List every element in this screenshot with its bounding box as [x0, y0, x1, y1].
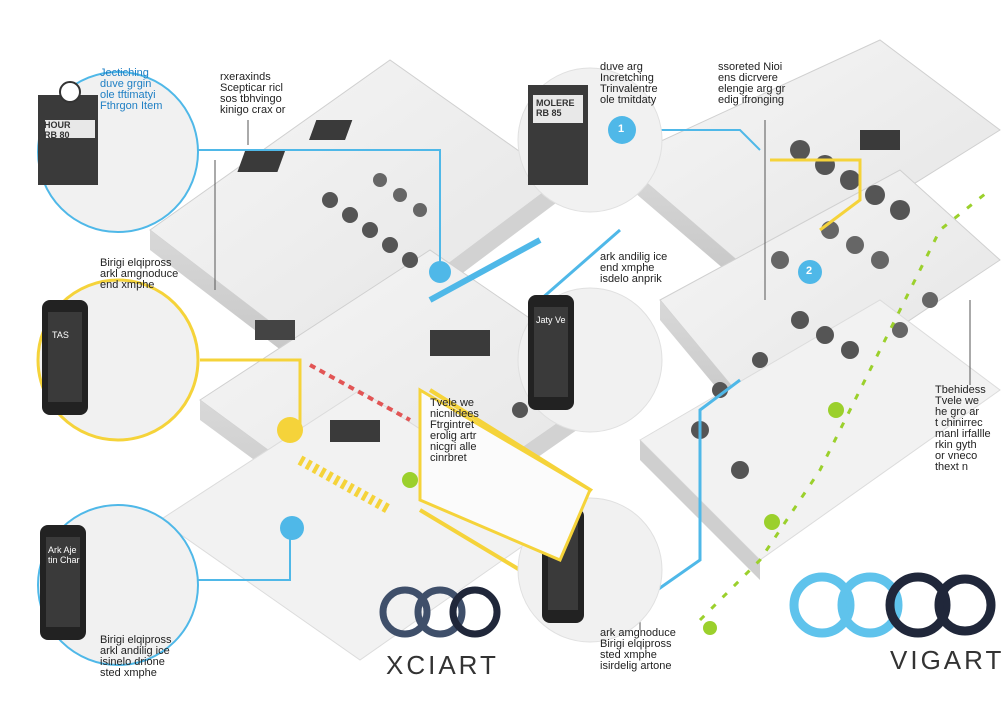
label-mid-center: ark andilig ice end xmphe isdelo anprik — [600, 251, 668, 285]
left-board-components — [237, 120, 528, 474]
phone-badge-2: MOLERE RB 85 — [536, 98, 575, 118]
phone-screen-3: Jaty Ve — [536, 315, 566, 325]
label-top-left: Jectiching duve grgin ole tftimatyi Fthr… — [100, 67, 163, 112]
callout-mid-center — [517, 287, 663, 433]
number-1: 1 — [618, 123, 625, 135]
callout-bottom-left — [37, 504, 199, 666]
right-brand-logo-mark — [789, 572, 996, 638]
label-bottom-left: Birigi elqipross arkl andilig ice isinel… — [100, 634, 172, 679]
right-brand-word: VIGARTE — [890, 645, 1002, 675]
label-top-mid: rxeraxinds Scepticar ricl sos tbhvingo k… — [220, 71, 286, 116]
label-center-box: Tvele we nicnildees Ftrgintret erolig ar… — [430, 397, 479, 464]
label-top-center: duve arg Incretching Trinvalentre ole tm… — [600, 61, 658, 106]
phone-screen-2: Ark Aje tin Char — [48, 545, 80, 565]
right-board-components — [691, 130, 938, 479]
number-2: 2 — [806, 265, 813, 277]
left-brand-word: XCIART — [386, 650, 499, 680]
label-bottom-center: ark amgnoduce Birigi elqipross sted xmph… — [600, 627, 676, 672]
label-right-box: Tbehidess Tvele we he gro ar t chinirrec… — [935, 384, 991, 473]
label-top-right: ssoreted Nioi ens dicrvere elengie arg g… — [718, 61, 786, 106]
center-yellow-panel — [418, 387, 592, 562]
marker-dots — [277, 260, 844, 635]
callout-top-left — [37, 71, 199, 233]
phone-badge-1: HOUR RB 80 — [44, 120, 71, 140]
callout-mid-left — [36, 278, 200, 442]
phone-screen-1: TAS — [52, 330, 69, 340]
left-brand-logo-mark — [379, 586, 501, 638]
label-mid-left: Birigi elqipross arkl amgnoduce end xmph… — [100, 257, 179, 291]
right-circuit-board — [619, 39, 1001, 580]
callout-top-center — [517, 67, 663, 213]
